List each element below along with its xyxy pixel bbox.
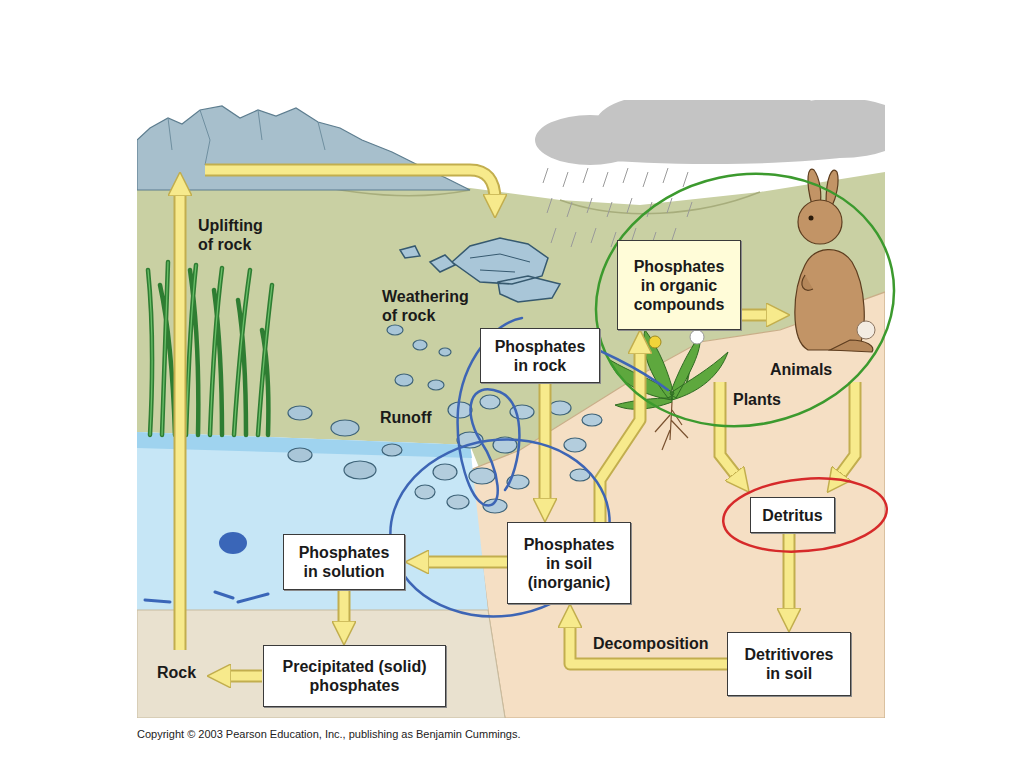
dandelion-flower (649, 336, 661, 348)
blue-dashes (145, 592, 268, 602)
flow-arrow-edge (783, 533, 796, 614)
flow-arrow-body (570, 622, 727, 664)
flow-arrow (545, 383, 546, 504)
organism-label: Plants (733, 390, 781, 409)
blue-blot (219, 532, 247, 554)
flow-arrow-edge (423, 556, 507, 569)
process-label: Uplifting of rock (198, 216, 280, 254)
soil-phosphate-box: Phosphates in soil (inorganic) (507, 522, 631, 604)
animal-waste-arrow (838, 382, 855, 478)
plant-leaves (610, 330, 728, 409)
scene (137, 100, 885, 718)
node-text: Phosphates in rock (491, 337, 589, 375)
node-text: Phosphates in soil (inorganic) (518, 535, 620, 592)
flow-arrow (344, 590, 345, 627)
mountain-ridge (168, 110, 325, 165)
rock-phosphate-box: Phosphates in rock (480, 328, 600, 383)
detritivore-box: Detritivores in soil (727, 632, 851, 696)
rain (543, 168, 692, 247)
reeds (148, 262, 272, 435)
eating-arrow-edge (742, 309, 772, 322)
flow-arrow-body (600, 348, 640, 522)
rabbit-eye (809, 216, 814, 221)
rabbit-feet (802, 275, 873, 352)
connector-group (344, 348, 789, 664)
node-text: Detritus (762, 506, 822, 525)
uplift-arrow-edge (174, 190, 187, 650)
rock-cracks (470, 254, 530, 272)
node-text: Detritivores in soil (738, 645, 840, 683)
flow-arrow (570, 622, 727, 664)
dandelion-seedhead (690, 330, 704, 344)
pebbles (288, 325, 451, 479)
rock-arrow-edge (225, 670, 262, 683)
flow-arrow-body (423, 558, 507, 567)
weathering-arrow-edge (205, 170, 495, 200)
flow-arrow-edge (600, 348, 640, 522)
process-label: Weathering of rock (382, 287, 486, 325)
rabbit-body (795, 250, 864, 350)
process-label: Runoff (380, 408, 432, 427)
precipitate-box: Precipitated (solid) phosphates (263, 645, 446, 707)
flow-arrow-body (785, 533, 794, 614)
node-text: Phosphates in solution (294, 543, 394, 581)
rabbit-tail (857, 321, 875, 339)
organic-phosphate-box: Phosphates in organic compounds (617, 240, 741, 330)
flow-arrow-edge (570, 622, 727, 664)
reed-highlight (148, 262, 272, 435)
node-text: Phosphates in organic compounds (628, 257, 730, 314)
mountain (137, 106, 470, 190)
sky (137, 100, 885, 718)
flow-arrow-edge (338, 590, 351, 627)
rock-arrow (225, 672, 262, 681)
sediment (137, 610, 505, 718)
uplift-arrow (176, 190, 185, 650)
eating-arrow (742, 311, 772, 320)
soil-ground (470, 292, 885, 718)
rabbit-head (798, 200, 842, 244)
flow-arrow-body (340, 590, 349, 627)
node-text: Precipitated (solid) phosphates (274, 657, 435, 695)
flow-arrow (600, 348, 640, 522)
copyright-note: Copyright © 2003 Pearson Education, Inc.… (137, 727, 521, 741)
edge-label: Decomposition (590, 634, 712, 653)
flow-arrow (423, 562, 507, 563)
detritus-box: Detritus (750, 497, 835, 533)
reservoir-label: Rock (157, 663, 196, 682)
green-circle-mark (572, 147, 917, 454)
organism-label: Animals (770, 360, 832, 379)
weathering-arrow (205, 170, 495, 200)
solution-phosphate-box: Phosphates in solution (283, 534, 405, 590)
flow-arrow (789, 533, 790, 614)
animal-waste-arrow-edge (838, 382, 855, 478)
rain-cloud (535, 100, 885, 165)
red-circle-mark (720, 472, 890, 558)
